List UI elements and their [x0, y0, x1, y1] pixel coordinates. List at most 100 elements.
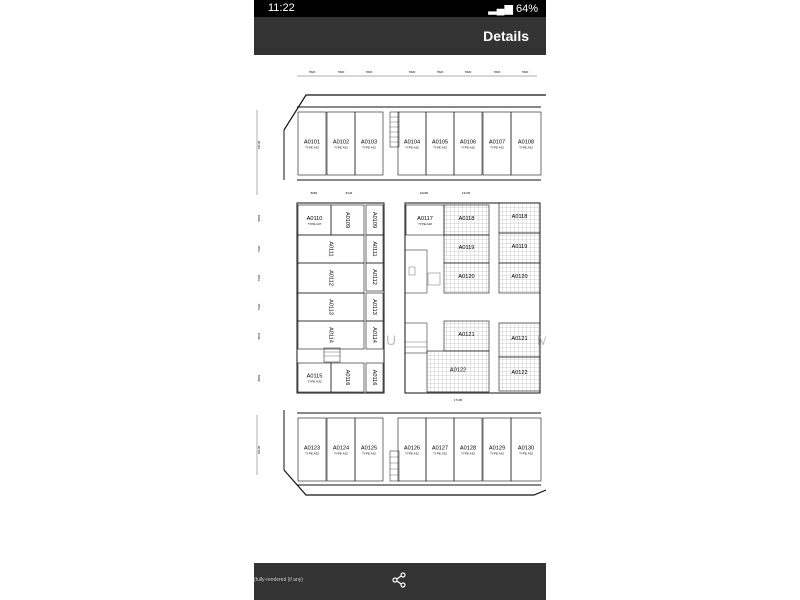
unit-type: TYPE A32 [461, 146, 475, 150]
unit-label: A0114 [328, 327, 334, 343]
unit-label: A0111 [328, 241, 334, 256]
watermark-m: M [537, 332, 546, 348]
unit-outline [365, 362, 384, 393]
unit-type: TYPE A32 [490, 452, 504, 456]
image-caption: (fully-rendered (if any) [254, 577, 303, 583]
dimension-label: 17135 [454, 398, 463, 402]
unit-A0116: A0116 [365, 362, 384, 393]
bottom-bar: (fully-rendered (if any) [254, 563, 546, 600]
unit-outline [498, 356, 541, 392]
dimension-label: 7820 [366, 70, 373, 74]
unit-type: TYPE A30 [308, 380, 322, 384]
unit-label: A0113 [371, 299, 377, 315]
unit-outline [426, 350, 490, 393]
unit-type: TYPE A32 [305, 146, 319, 150]
unit-outline [297, 417, 327, 482]
unit-A0112: A0112 [297, 262, 365, 294]
unit-type: TYPE A32 [405, 146, 419, 150]
dimension-label: 7620 [257, 245, 261, 252]
dimension-label: 10200 [420, 191, 429, 195]
dimension-label: 7820 [494, 70, 501, 74]
unit-outline [443, 320, 490, 352]
unit-outline [354, 417, 384, 482]
unit-label: A0108 [518, 140, 534, 146]
unit-outline [443, 262, 490, 294]
unit-type: TYPE A32 [334, 146, 348, 150]
unit-type: TYPE A32 [433, 146, 447, 150]
unit-label: A0113 [328, 299, 334, 315]
unit-A0118: A0118 [443, 204, 490, 236]
unit-label: A0125 [361, 446, 377, 452]
unit-outline [498, 232, 541, 264]
unit-label: A0111 [371, 241, 377, 256]
unit-label: A0112 [328, 270, 334, 286]
unit-label: A0118 [459, 216, 475, 222]
dimension-label: 8064 [257, 332, 261, 339]
unit-type: TYPE A32 [334, 452, 348, 456]
share-icon[interactable] [392, 572, 406, 588]
page-title: Details [483, 28, 529, 44]
unit-outline [330, 362, 365, 393]
unit-label: A0115 [307, 374, 323, 380]
unit-A0109: A0109 [365, 204, 384, 236]
unit-label: A0106 [460, 140, 476, 146]
unit-A0121: A0121 [498, 322, 541, 358]
unit-label: A0122 [511, 370, 527, 376]
unit-A0120: A0120 [443, 262, 490, 294]
unit-label: A0127 [432, 446, 448, 452]
unit-label: A0119 [512, 244, 528, 250]
dimension-label: 8084 [311, 191, 318, 195]
status-time: 11:22 [268, 2, 295, 14]
dimension-label: 7820 [522, 70, 529, 74]
unit-label: A0104 [404, 140, 420, 146]
unit-outline [365, 262, 384, 292]
unit-label: A0129 [489, 446, 505, 452]
unit-type: TYPE A32 [305, 452, 319, 456]
unit-outline [453, 417, 483, 482]
unit-label: A0126 [404, 446, 420, 452]
unit-label: A0130 [518, 446, 534, 452]
dimension-label: 7820 [465, 70, 472, 74]
dimension-label: 13135 [462, 191, 471, 195]
unit-outline [443, 234, 490, 264]
unit-A0119: A0119 [498, 232, 541, 264]
unit-outline [498, 202, 541, 234]
unit-outline [498, 322, 541, 358]
unit-type: TYPE A37 [308, 222, 322, 226]
unit-outline [510, 417, 542, 482]
dimension-label: 8802 [257, 374, 261, 381]
unit-outline [453, 111, 483, 176]
unit-type: TYPE A32 [405, 452, 419, 456]
unit-A0113: A0113 [365, 292, 384, 322]
share-button[interactable] [392, 572, 406, 593]
dimension-label: 8084 [257, 214, 261, 221]
unit-label: A0120 [511, 274, 527, 280]
status-bar: 11:22 ▂▄▆ 64% [254, 0, 546, 17]
watermark-u: U [386, 332, 396, 348]
unit-label: A0120 [458, 274, 474, 280]
unit-A0114: A0114 [297, 320, 365, 350]
unit-A0119: A0119 [443, 234, 490, 264]
unit-outline [510, 111, 542, 176]
unit-A0111: A0111 [297, 234, 365, 264]
dimension-label: 7820 [437, 70, 444, 74]
dimension-label: 8144 [346, 191, 353, 195]
unit-label: A0107 [489, 140, 505, 146]
unit-label: A0118 [512, 214, 528, 220]
unit-label: A0121 [458, 332, 474, 338]
unit-label: A0102 [333, 140, 349, 146]
unit-label: A0103 [361, 140, 377, 146]
